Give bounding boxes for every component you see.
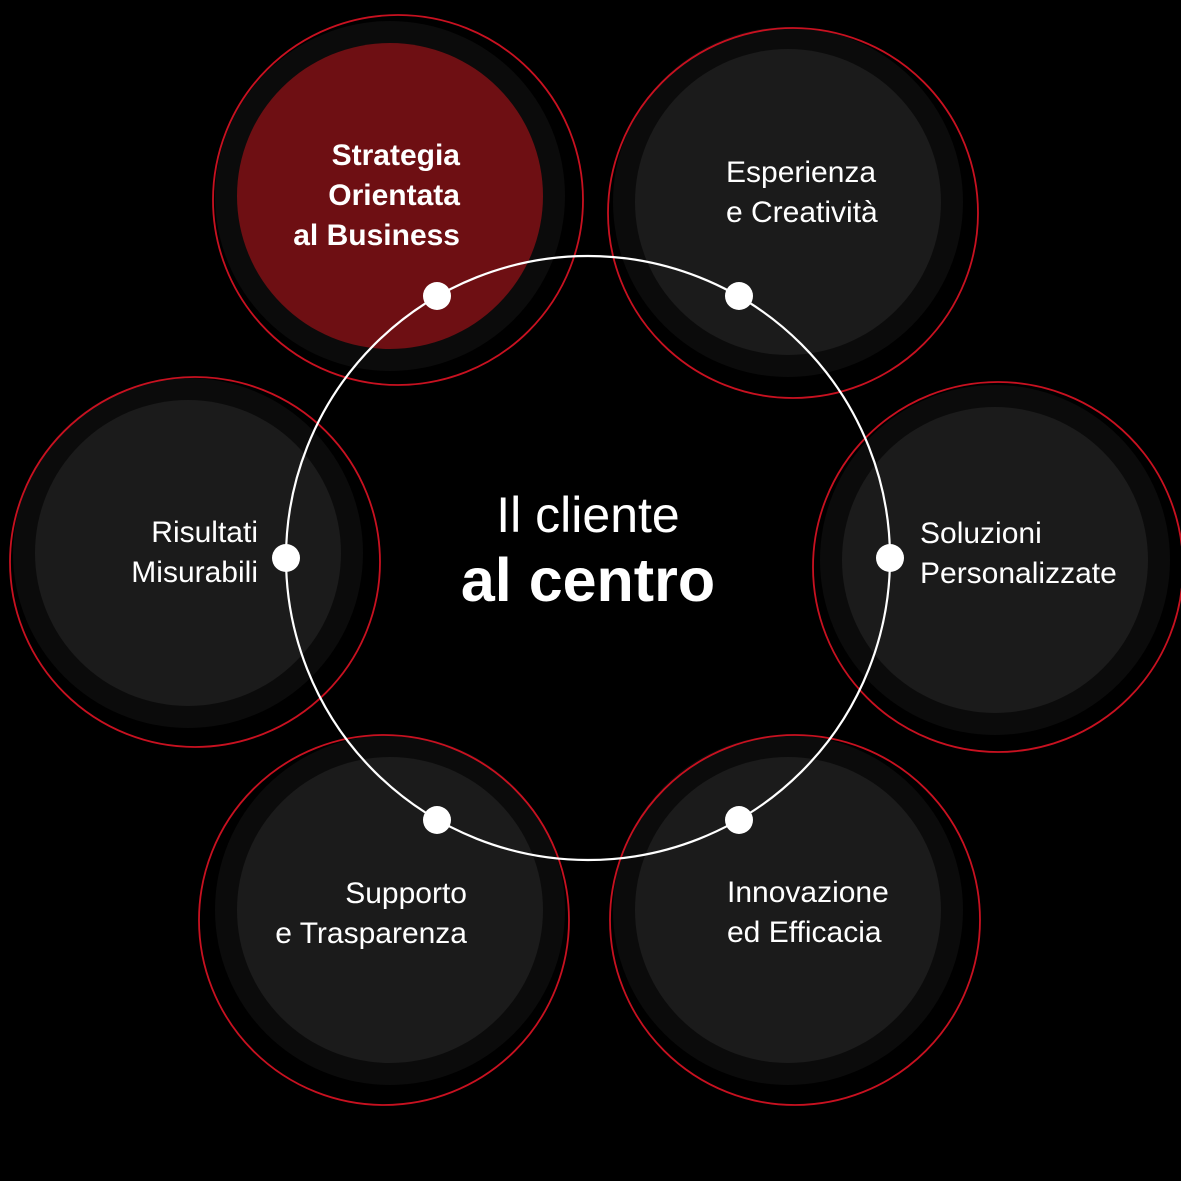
- node-label-line: e Creatività: [726, 196, 878, 229]
- node-label-line: Risultati: [151, 516, 258, 549]
- node-label-supporto: Supporto e Trasparenza: [275, 874, 467, 954]
- node-red-ring: [812, 381, 1181, 753]
- node-red-ring: [607, 27, 979, 399]
- node-label-soluzioni: Soluzioni Personalizzate: [920, 514, 1117, 594]
- node-label-line: Soluzioni: [920, 517, 1042, 550]
- node-label-line: Esperienza: [726, 156, 877, 189]
- node-circle-soluzioni: [842, 407, 1148, 713]
- node-red-ring: [609, 734, 981, 1106]
- node-soluzioni: [812, 381, 1181, 753]
- node-label-esperienza: Esperienza e Creatività: [726, 153, 878, 233]
- node-circle-strategia: [237, 43, 543, 349]
- node-label-line: Strategia: [331, 139, 460, 172]
- node-label-risultati: Risultati Misurabili: [131, 513, 258, 593]
- hub-title-line2: al centro: [460, 546, 716, 614]
- node-label-line: Supporto: [345, 877, 467, 910]
- connector-dot-risultati: [272, 544, 300, 572]
- node-red-ring: [212, 14, 584, 386]
- node-label-innovazione: Innovazione ed Efficacia: [727, 873, 889, 953]
- hub-label: Il cliente al centro: [461, 486, 715, 616]
- node-risultati: [9, 376, 381, 748]
- hub-title-line1: Il cliente: [496, 487, 680, 543]
- connector-dot-esperienza: [725, 282, 753, 310]
- node-strategia: [212, 14, 584, 386]
- connector-dot-supporto: [423, 806, 451, 834]
- node-label-line: Personalizzate: [920, 557, 1117, 590]
- node-esperienza: [607, 27, 979, 399]
- node-label-line: ed Efficacia: [727, 916, 882, 949]
- connector-dot-innovazione: [725, 806, 753, 834]
- node-label-line: Misurabili: [131, 556, 258, 589]
- node-label-strategia: Strategia Orientata al Business: [293, 136, 460, 256]
- node-label-line: e Trasparenza: [275, 917, 467, 950]
- node-label-line: al Business: [293, 219, 460, 252]
- connector-dot-soluzioni: [876, 544, 904, 572]
- node-label-line: Orientata: [328, 179, 460, 212]
- node-circle-risultati: [35, 400, 341, 706]
- node-label-line: Innovazione: [727, 876, 889, 909]
- node-red-ring: [9, 376, 381, 748]
- node-red-ring: [198, 734, 570, 1106]
- node-circle-esperienza: [635, 49, 941, 355]
- connector-dot-strategia: [423, 282, 451, 310]
